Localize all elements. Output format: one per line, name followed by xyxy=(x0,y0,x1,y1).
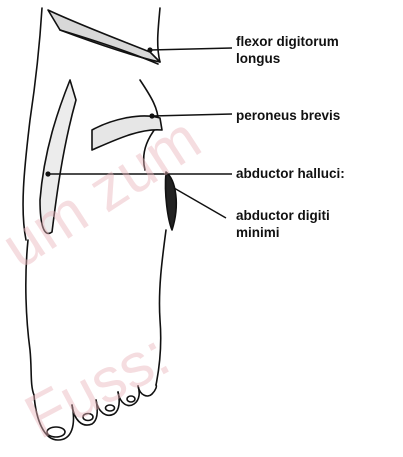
leg-outline-left xyxy=(23,8,42,240)
dot-flexor xyxy=(147,47,152,52)
leader-abductor-digiti xyxy=(174,188,226,218)
dot-abductor-hallucis xyxy=(45,171,50,176)
toe-3 xyxy=(96,392,119,415)
big-toe xyxy=(34,395,73,440)
label-peroneus-line-1: peroneus brevis xyxy=(236,107,340,124)
flexor-tendon xyxy=(48,10,160,62)
abductor-digiti-muscle xyxy=(165,172,176,230)
label-abductor-hallucis: abductor halluci: xyxy=(236,165,345,182)
big-toe-nail xyxy=(47,427,65,437)
label-flexor-line-1: flexor digitorum xyxy=(236,33,339,50)
label-abductor-digiti-line-2: minimi xyxy=(236,224,330,241)
label-flexor-line-2: longus xyxy=(236,50,339,67)
foot-outline-medial xyxy=(26,240,34,395)
label-abductor-hallucis-line-1: abductor halluci: xyxy=(236,165,345,182)
dot-peroneus xyxy=(149,113,154,118)
label-abductor-digiti-line-1: abductor digiti xyxy=(236,207,330,224)
foot-outline-lateral xyxy=(156,230,166,385)
toe-3-nail xyxy=(106,405,115,411)
toe-2 xyxy=(72,400,97,425)
leg-outline-right xyxy=(158,8,160,62)
abductor-hallucis-muscle xyxy=(40,80,76,233)
toe-4-nail xyxy=(127,396,135,402)
label-peroneus-brevis: peroneus brevis xyxy=(236,107,340,124)
leader-flexor xyxy=(150,48,232,50)
label-flexor-digitorum-longus: flexor digitorum longus xyxy=(236,33,339,67)
label-abductor-digiti-minimi: abductor digiti minimi xyxy=(236,207,330,241)
toe-5 xyxy=(138,385,156,396)
leader-peroneus xyxy=(152,114,232,116)
toe-2-nail xyxy=(83,414,93,421)
